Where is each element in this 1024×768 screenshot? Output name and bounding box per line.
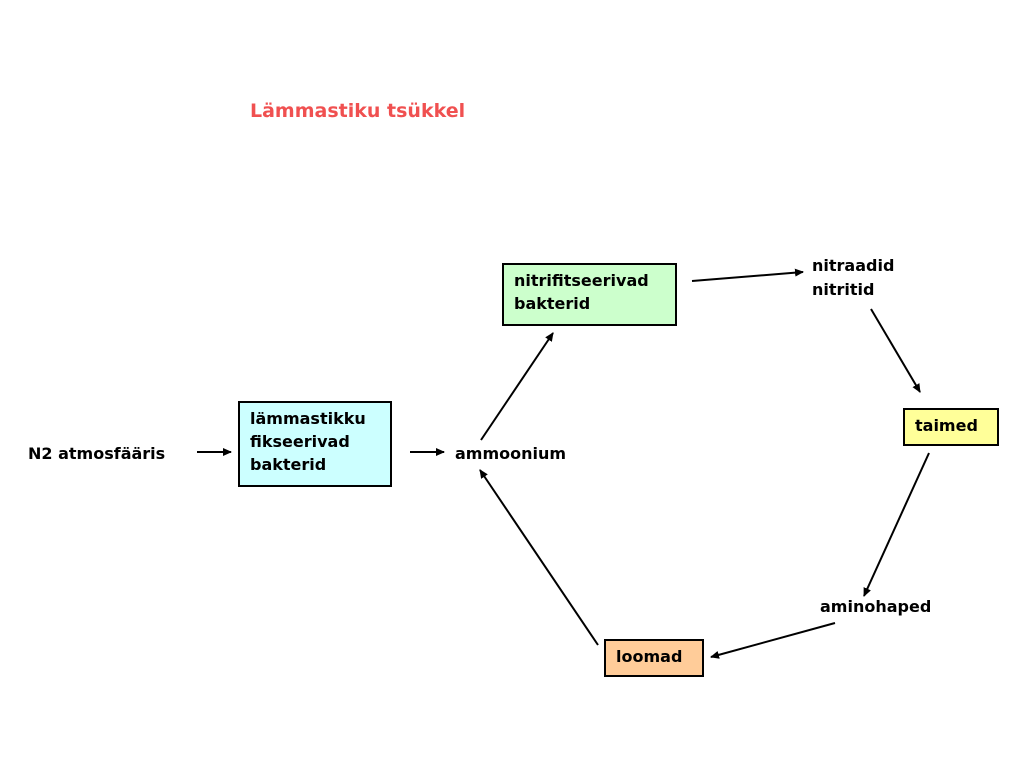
arrow-nitrates-to-plants — [870, 308, 921, 393]
node-nitrifying-bacteria-line-1: nitrifitseerivad — [514, 271, 649, 290]
arrow-ammonium-to-nitrifying-bacteria — [480, 332, 554, 441]
arrow-plants-to-amino-acids — [863, 452, 930, 597]
node-animals: loomad — [604, 639, 704, 677]
node-nitrogen-fixing-bacteria-line-3: bakterid — [250, 455, 327, 474]
arrow-amino-acids-to-animals — [710, 622, 836, 659]
node-nitrates-nitrites: nitraadid nitritid — [812, 254, 894, 302]
node-nitrates-line-2: nitritid — [812, 280, 875, 299]
node-nitrifying-bacteria-line-2: bakterid — [514, 294, 591, 313]
arrow-nitrifying-bacteria-to-nitrates — [691, 268, 804, 282]
node-animals-label: loomad — [616, 647, 683, 666]
node-plants-label: taimed — [915, 416, 978, 435]
arrow-animals-to-ammonium — [479, 469, 599, 646]
node-plants: taimed — [903, 408, 999, 446]
node-n2-atmosphere: N2 atmosfääris — [28, 444, 166, 463]
node-ammonium: ammoonium — [455, 444, 567, 463]
node-nitrifying-bacteria: nitrifitseerivad bakterid — [502, 263, 677, 326]
node-nitrates-line-1: nitraadid — [812, 256, 895, 275]
node-nitrogen-fixing-bacteria-line-2: fikseerivad — [250, 432, 350, 451]
node-nitrogen-fixing-bacteria: lämmastikku fikseerivad bakterid — [238, 401, 392, 487]
node-nitrogen-fixing-bacteria-line-1: lämmastikku — [250, 409, 366, 428]
page-title: Lämmastiku tsükkel — [250, 100, 466, 122]
node-amino-acids: aminohaped — [820, 597, 932, 616]
